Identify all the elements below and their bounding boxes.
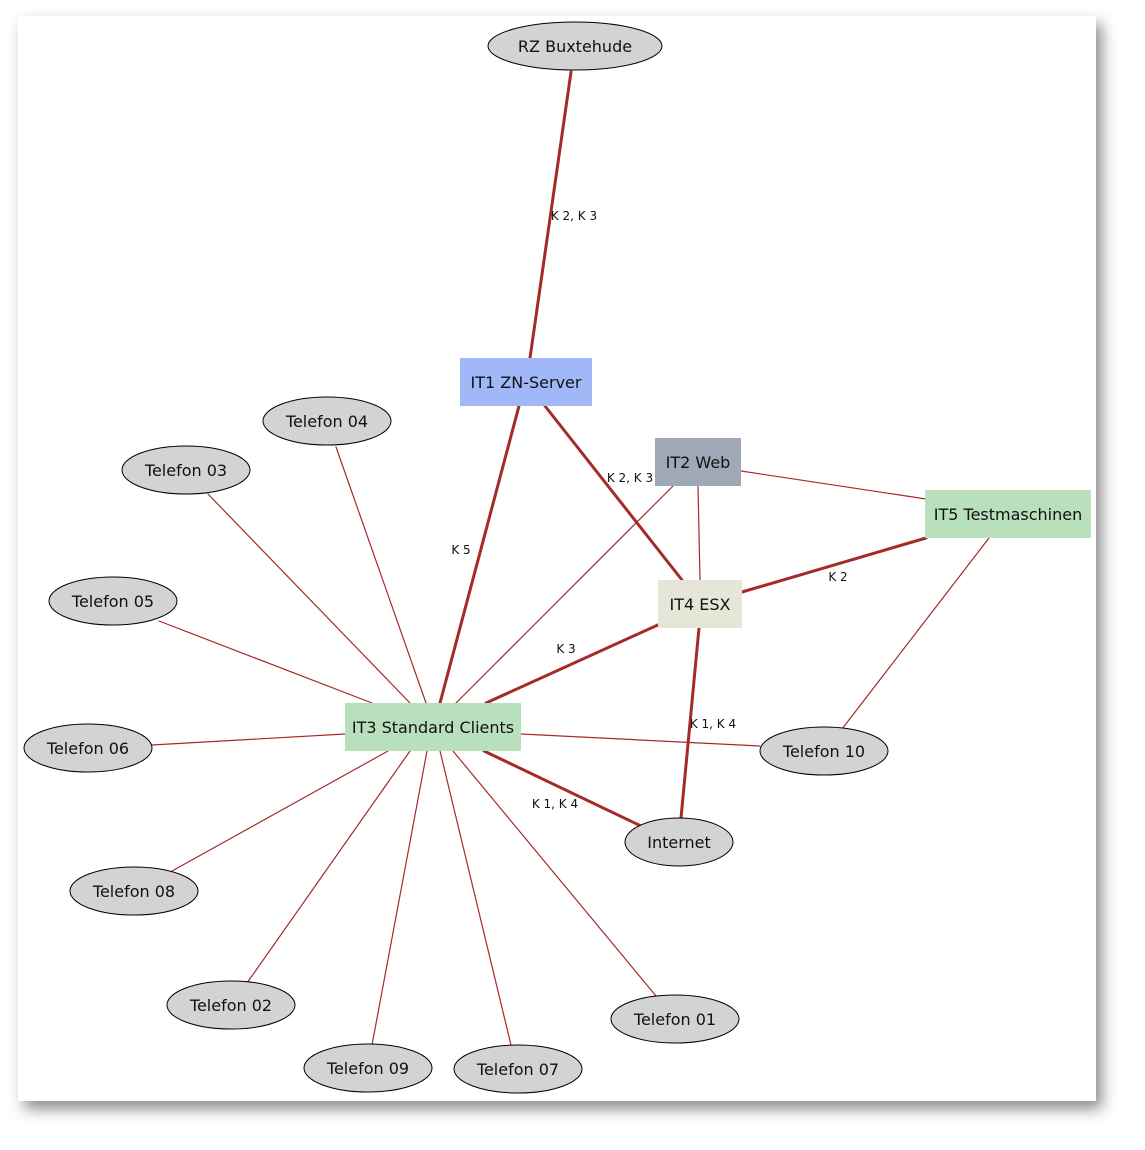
edge-it5-it4 [740,536,928,594]
node-label-t05: Telefon 05 [71,592,154,611]
node-ellipse-t02 [166,980,296,1030]
edge-it4-internet [679,626,701,820]
node-box-it5 [925,490,1091,538]
node-t06[interactable]: Telefon 06 [23,723,153,773]
edges-layer [151,70,990,1046]
node-label-it5: IT5 Testmaschinen [934,505,1083,524]
node-label-t01: Telefon 01 [633,1010,716,1029]
node-t10[interactable]: Telefon 10 [759,726,889,776]
edge-it4-it3 [484,622,662,705]
node-label-t06: Telefon 06 [46,739,129,758]
node-ellipse-t09 [303,1043,433,1093]
node-box-it2 [655,438,741,486]
edge-it3-t02 [246,750,411,984]
edge-label-it3-internet: K 1, K 4 [532,797,578,811]
edge-it3-t03 [207,493,411,704]
node-label-rz: RZ Buxtehude [518,37,632,56]
node-label-it3: IT3 Standard Clients [352,718,514,737]
edge-it3-t05 [158,620,373,704]
node-label-t09: Telefon 09 [326,1059,409,1078]
node-label-it2: IT2 Web [666,453,731,472]
node-it2[interactable]: IT2 Web [655,438,741,486]
node-ellipse-t05 [48,576,178,626]
edge-labels-layer: K 2, K 3 K 5 K 2, K 3 K 3 K 2 K 1, K 4 K 1, K … [451,209,847,811]
edge-it3-t06 [151,733,346,746]
edge-it2-it5 [740,470,927,500]
edge-it2-it3 [455,485,674,704]
node-ellipse-t03 [121,445,251,495]
node-box-it1 [460,358,592,406]
node-ellipse-t08 [69,866,199,916]
node-box-it3 [345,703,521,751]
node-ellipse-t10 [759,726,889,776]
node-label-t02: Telefon 02 [189,996,272,1015]
node-ellipse-t04 [262,396,392,446]
node-label-it4: IT4 ESX [670,595,731,614]
edge-it3-t07 [439,750,512,1046]
edge-it3-t01 [452,750,657,997]
diagram-canvas [18,16,1096,1101]
node-it3[interactable]: IT3 Standard Clients [345,703,521,751]
edge-label-it1-it4: K 2, K 3 [607,471,653,485]
node-label-t08: Telefon 08 [92,882,175,901]
edge-it1-it4 [543,404,684,582]
edge-it5-t10 [841,537,990,730]
node-ellipse-t06 [23,723,153,773]
node-t05[interactable]: Telefon 05 [48,576,178,626]
edge-label-it4-it3: K 3 [556,642,575,656]
edge-it3-t08 [171,750,389,872]
node-ellipse-t07 [453,1044,583,1094]
node-t07[interactable]: Telefon 07 [453,1044,583,1094]
edge-label-it1-it3: K 5 [451,543,470,557]
node-t02[interactable]: Telefon 02 [166,980,296,1030]
node-t04[interactable]: Telefon 04 [262,396,392,446]
node-t08[interactable]: Telefon 08 [69,866,199,916]
node-box-it4 [658,580,742,628]
node-ellipse-internet [624,817,734,867]
node-t03[interactable]: Telefon 03 [121,445,251,495]
edge-it2-it4 [697,485,701,581]
node-it4[interactable]: IT4 ESX [658,580,742,628]
node-label-t04: Telefon 04 [285,412,368,431]
edge-it3-t09 [371,750,428,1046]
node-label-internet: Internet [647,833,711,852]
node-ellipse-t01 [610,994,740,1044]
node-t01[interactable]: Telefon 01 [610,994,740,1044]
edge-it3-t10 [520,733,761,747]
node-t09[interactable]: Telefon 09 [303,1043,433,1093]
node-label-t10: Telefon 10 [782,742,865,761]
node-ellipse-rz [487,21,663,71]
node-it5[interactable]: IT5 Testmaschinen [925,490,1091,538]
edge-it3-t04 [335,446,427,704]
node-label-it1: IT1 ZN-Server [471,373,582,392]
node-rz[interactable]: RZ Buxtehude [487,21,663,71]
node-internet[interactable]: Internet [624,817,734,867]
edge-it3-internet [482,749,643,828]
edge-label-it4-internet: K 1, K 4 [690,717,736,731]
node-label-t03: Telefon 03 [144,461,227,480]
edge-rz-it1 [528,70,573,360]
node-label-t07: Telefon 07 [476,1060,559,1079]
edge-label-rz-it1: K 2, K 3 [551,209,597,223]
node-it1[interactable]: IT1 ZN-Server [460,358,592,406]
edge-it1-it3 [438,404,521,705]
edge-label-it5-it4: K 2 [828,570,847,584]
